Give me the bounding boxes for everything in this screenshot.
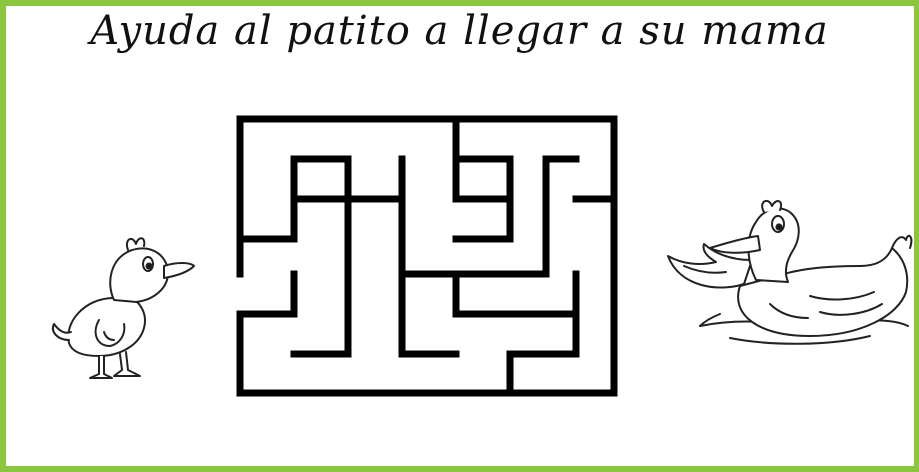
duck-body [737, 247, 909, 337]
duckling-beak [163, 262, 195, 279]
duckling-leg [89, 355, 113, 379]
maze[interactable] [236, 114, 620, 400]
duckling-wing [94, 319, 126, 347]
water-ripple [699, 313, 721, 327]
duckling-leg [113, 351, 141, 377]
duck-wing [667, 243, 753, 289]
duckling-head [109, 247, 169, 303]
worksheet-title: Ayuda al patito a llegar a su mama [90, 8, 829, 54]
mother-duck-drawing [667, 199, 913, 345]
duck-head [747, 207, 800, 283]
duckling-tuft [126, 237, 146, 251]
duck-tuft [761, 199, 782, 213]
duckling-drawing [52, 237, 195, 379]
duckling-tail [52, 323, 72, 341]
water-ripple [729, 335, 871, 345]
duck-tail [891, 234, 913, 249]
duck-beak [709, 235, 761, 254]
